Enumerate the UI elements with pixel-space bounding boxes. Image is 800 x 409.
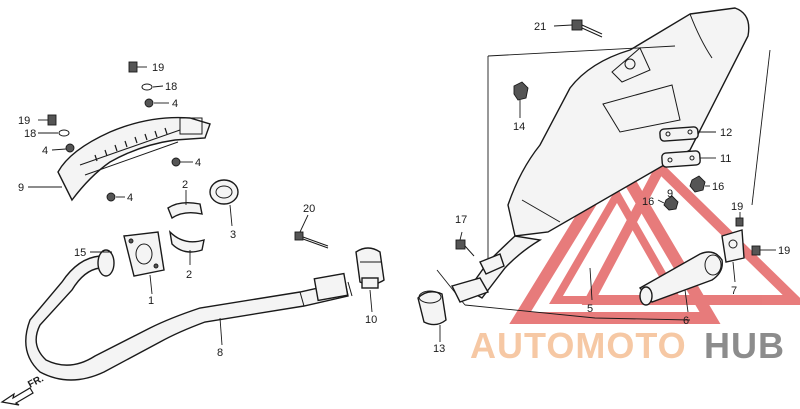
direction-label: FR. bbox=[26, 373, 46, 390]
watermark-automoto: AUTOMOTO bbox=[470, 325, 687, 366]
watermark-text: AUTOMOTO HUB bbox=[470, 325, 785, 366]
callout-19: 19 bbox=[152, 62, 164, 74]
muffler bbox=[466, 7, 750, 299]
front-direction-arrow: FR. bbox=[0, 373, 46, 406]
callout-7: 7 bbox=[731, 285, 737, 297]
plate-12 bbox=[659, 126, 699, 142]
callout-1: 1 bbox=[148, 295, 154, 307]
callout-18: 18 bbox=[165, 81, 177, 93]
callout-18: 18 bbox=[24, 128, 36, 140]
callout-labels: 19 18 4 19 18 4 4 4 9 2 2 3 1 15 20 8 10… bbox=[18, 21, 790, 359]
joint-pipe bbox=[417, 290, 447, 326]
bracket-7 bbox=[721, 217, 761, 263]
callout-14: 14 bbox=[513, 121, 525, 133]
bolt-20 bbox=[294, 231, 329, 249]
pipe-flange bbox=[123, 231, 165, 277]
callout-15: 15 bbox=[74, 247, 86, 259]
band-clamp bbox=[355, 247, 385, 289]
callout-4: 4 bbox=[172, 98, 178, 110]
callout-8: 8 bbox=[217, 347, 223, 359]
callout-4: 4 bbox=[42, 145, 48, 157]
callout-5: 5 bbox=[587, 303, 593, 315]
callout-10: 10 bbox=[365, 314, 377, 326]
callout-4: 4 bbox=[127, 192, 133, 204]
bolt-14 bbox=[513, 81, 529, 101]
callout-4: 4 bbox=[195, 157, 201, 169]
nut-16b bbox=[663, 195, 679, 211]
callout-16: 16 bbox=[712, 181, 724, 193]
heat-shield bbox=[57, 116, 211, 202]
callout-20: 20 bbox=[303, 203, 315, 215]
callout-6: 6 bbox=[683, 315, 689, 327]
callout-9: 9 bbox=[667, 188, 673, 200]
exhaust-pipe bbox=[25, 249, 353, 381]
watermark-hub: HUB bbox=[704, 325, 785, 366]
nut-16a bbox=[689, 175, 706, 193]
heat-shield-fasteners bbox=[47, 61, 181, 202]
collar-halves bbox=[167, 201, 205, 253]
callout-17: 17 bbox=[455, 214, 467, 226]
callout-19: 19 bbox=[18, 115, 30, 127]
callout-13: 13 bbox=[433, 343, 445, 355]
callout-16: 16 bbox=[642, 196, 654, 208]
gasket bbox=[209, 179, 239, 205]
muffler-joint bbox=[450, 253, 505, 303]
callout-21: 21 bbox=[534, 21, 546, 33]
callout-9: 9 bbox=[18, 182, 24, 194]
plate-11 bbox=[661, 150, 701, 168]
callout-12: 12 bbox=[720, 127, 732, 139]
bolt-17 bbox=[455, 239, 466, 250]
callout-11: 11 bbox=[720, 153, 731, 165]
callout-19: 19 bbox=[778, 245, 790, 257]
leader-lines bbox=[28, 24, 776, 346]
callout-3: 3 bbox=[230, 229, 236, 241]
bolt-21 bbox=[571, 19, 603, 38]
callout-2: 2 bbox=[182, 179, 188, 191]
callout-19: 19 bbox=[731, 201, 743, 213]
tail-pipe bbox=[638, 251, 723, 306]
callout-2: 2 bbox=[186, 269, 192, 281]
